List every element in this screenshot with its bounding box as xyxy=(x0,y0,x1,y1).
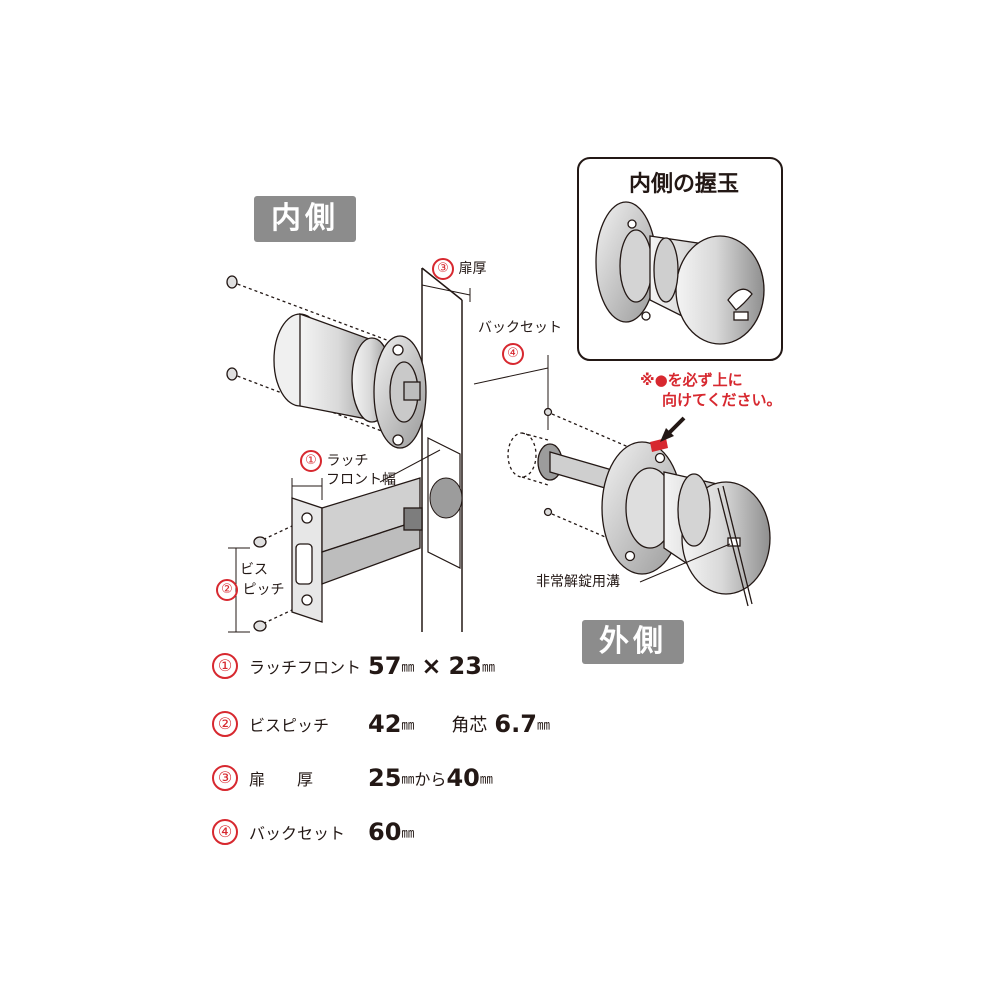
spec-screw-pitch: ② ビスピッチ 42㎜ 角芯 6.7㎜ xyxy=(212,710,550,738)
inside-label: 内側 xyxy=(254,196,356,242)
spec-3-unit2: ㎜ xyxy=(479,772,493,788)
circle-2-marker: ② xyxy=(216,579,238,601)
spec-2-extra-unit: ㎜ xyxy=(536,718,550,734)
spec-2-name: ビスピッチ xyxy=(249,716,330,735)
latch-front-width-dimension xyxy=(291,449,441,500)
spec-3-join: から xyxy=(414,770,447,789)
spec-2-value: 42 xyxy=(368,710,402,738)
spec-4-name: バックセット xyxy=(249,824,346,843)
red-mark-arrow xyxy=(660,416,686,442)
screw-pitch-label: ビス ② ピッチ xyxy=(216,562,284,601)
spec-3-value2: 40 xyxy=(446,764,480,792)
inner-knob-detail xyxy=(595,201,765,345)
inner-knob-title: 内側の握玉 xyxy=(628,172,739,197)
spec-door-thickness: ③ 扉 厚 25㎜から40㎜ xyxy=(212,764,493,792)
spec-backset: ④ バックセット 60㎜ xyxy=(212,818,414,846)
spec-1-unit: ㎜ xyxy=(401,660,415,676)
circle-1-marker: ① xyxy=(300,450,322,472)
spec-2-marker: ② xyxy=(212,711,238,737)
spec-latch-front: ① ラッチフロント 57㎜ × 23㎜ xyxy=(212,652,495,680)
latch-front-width-line2: フロント幅 xyxy=(326,472,396,488)
top-mark-note: ※●を必ず上に 向けてください。 xyxy=(640,370,782,410)
spec-1-value2: 23 xyxy=(448,652,482,680)
top-mark-note-line2: 向けてください。 xyxy=(662,391,782,409)
latch-front-width-label: ① ラッチ フロント幅 xyxy=(300,450,396,489)
spec-1-name: ラッチフロント xyxy=(249,658,362,677)
door-slab xyxy=(421,267,463,632)
spec-3-name: 扉 厚 xyxy=(249,770,314,789)
door-thickness-label: ③ 扉厚 xyxy=(432,258,486,280)
backset-dimension xyxy=(473,355,549,430)
spec-1-sep: × xyxy=(421,652,442,680)
outside-label: 外側 xyxy=(582,620,684,664)
circle-4-marker: ④ xyxy=(502,343,524,365)
spec-2-extra-label: 角芯 xyxy=(451,715,488,736)
spec-4-marker: ④ xyxy=(212,819,238,845)
spec-4-unit: ㎜ xyxy=(401,826,415,842)
backset-text: バックセット xyxy=(478,320,562,336)
screw-pitch-line2: ピッチ xyxy=(242,582,285,598)
circle-3-marker: ③ xyxy=(432,258,454,280)
outside-knob-assembly xyxy=(507,407,771,607)
spec-1-value: 57 xyxy=(368,652,402,680)
emergency-groove-label: 非常解錠用溝 xyxy=(536,574,620,590)
spec-3-value: 25 xyxy=(368,764,402,792)
top-mark-indicator xyxy=(650,438,668,452)
door-thickness-text: 扉厚 xyxy=(458,261,487,277)
door-bore-hole xyxy=(429,477,463,519)
inside-knob-assembly xyxy=(226,275,427,449)
spec-2-extra-value: 6.7 xyxy=(494,710,537,738)
screw-pitch-line1: ビス xyxy=(240,562,268,578)
spec-1-unit2: ㎜ xyxy=(481,660,495,676)
latch-front-width-line1: ラッチ xyxy=(326,453,369,469)
backset-label: バックセット ④ xyxy=(478,320,562,365)
latch-assembly xyxy=(253,477,423,632)
emergency-groove-leader xyxy=(639,543,731,583)
spec-2-unit: ㎜ xyxy=(401,718,415,734)
spec-4-value: 60 xyxy=(368,818,402,846)
spec-3-unit: ㎜ xyxy=(401,772,415,788)
spec-3-marker: ③ xyxy=(212,765,238,791)
spec-1-marker: ① xyxy=(212,653,238,679)
top-mark-note-line1: ※●を必ず上に xyxy=(640,371,743,389)
door-thickness-dimension xyxy=(421,278,471,302)
